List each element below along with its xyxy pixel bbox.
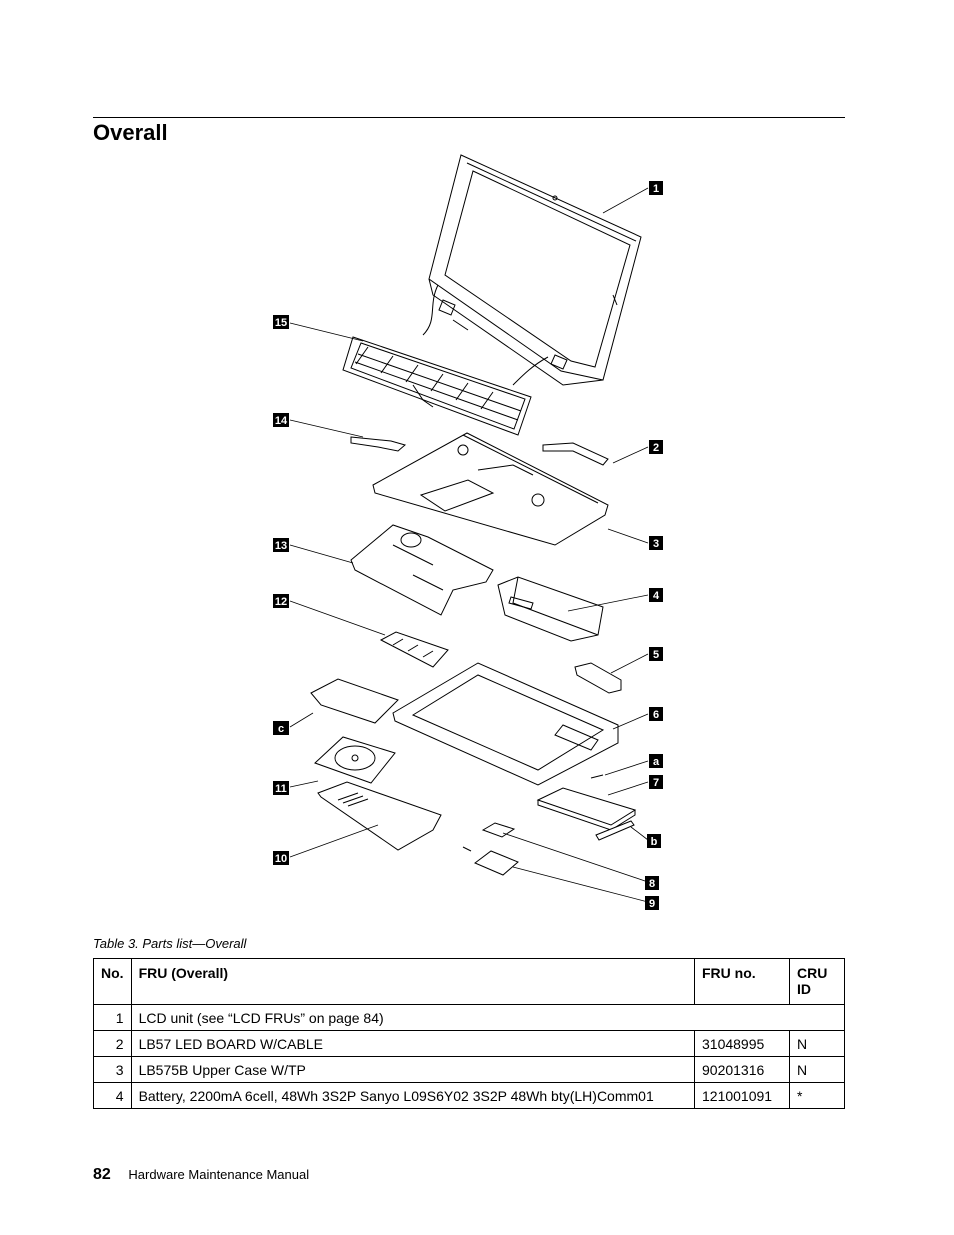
row-cru-id: N <box>789 1056 845 1083</box>
callout-14: 14 <box>275 415 288 427</box>
base-cover-drawing <box>392 662 619 786</box>
header-fru-no: FRU no. <box>694 958 790 1005</box>
callout-b: b <box>651 836 658 848</box>
header-fru: FRU (Overall) <box>130 958 696 1005</box>
bottom-door-drawing <box>317 781 442 851</box>
screw-drawing <box>590 774 604 779</box>
callout-13: 13 <box>275 540 287 552</box>
lcd-unit-drawing <box>422 154 642 386</box>
callout-2: 2 <box>653 442 659 454</box>
section-title: Overall <box>93 120 168 145</box>
parts-table: No. FRU (Overall) FRU no. CRU ID 1 LCD u… <box>93 958 846 1109</box>
row-no: 1 <box>93 1004 132 1031</box>
callout-c: c <box>278 723 284 735</box>
led-board-drawing <box>542 442 609 466</box>
callout-4: 4 <box>653 590 660 602</box>
row-fru: LB57 LED BOARD W/CABLE <box>130 1030 696 1057</box>
page-number: 82 <box>93 1166 111 1183</box>
row-cru-id: N <box>789 1030 845 1057</box>
row-fru: LCD unit (see “LCD FRUs” on page 84) <box>130 1004 846 1031</box>
row-fru: LB575B Upper Case W/TP <box>130 1056 696 1083</box>
exploded-parts-figure: 1 2 3 4 5 6 7 8 9 10 11 12 13 14 15 a b … <box>273 154 663 910</box>
figure-callouts: 1 2 3 4 5 6 7 8 9 10 11 12 13 14 15 a b … <box>273 181 663 910</box>
callout-6: 6 <box>653 709 659 721</box>
callout-11: 11 <box>275 783 287 795</box>
antenna-card-drawing <box>462 846 519 876</box>
table-row: 3 LB575B Upper Case W/TP 90201316 N <box>93 1056 845 1083</box>
row-no: 2 <box>93 1030 132 1057</box>
callout-5: 5 <box>653 649 659 661</box>
callout-3: 3 <box>653 538 659 550</box>
callout-10: 10 <box>275 853 287 865</box>
system-board-drawing <box>350 524 494 616</box>
battery-drawing <box>497 576 604 642</box>
hard-drive-drawing <box>314 736 396 784</box>
page-footer: 82 Hardware Maintenance Manual <box>93 1166 309 1184</box>
manual-title: Hardware Maintenance Manual <box>128 1167 310 1182</box>
table-row: 1 LCD unit (see “LCD FRUs” on page 84) <box>93 1004 846 1031</box>
section-rule <box>93 117 845 118</box>
callout-1: 1 <box>653 183 659 195</box>
memory-drawing <box>379 631 449 668</box>
table-header-row: No. FRU (Overall) FRU no. CRU ID <box>93 958 845 1005</box>
wireless-card-drawing <box>481 822 516 838</box>
keyboard-drawing <box>342 336 532 436</box>
usb-board-drawing <box>574 662 622 694</box>
header-cru-id: CRU ID <box>789 958 845 1005</box>
row-no: 3 <box>93 1056 132 1083</box>
hdd-bracket-drawing <box>310 678 399 724</box>
table-row: 2 LB57 LED BOARD W/CABLE 31048995 N <box>93 1030 845 1057</box>
callout-7: 7 <box>653 777 659 789</box>
callout-a: a <box>653 756 660 768</box>
table-caption: Table 3. Parts list—Overall <box>93 936 247 951</box>
row-fru: Battery, 2200mA 6cell, 48Wh 3S2P Sanyo L… <box>130 1082 696 1109</box>
callout-15: 15 <box>275 317 287 329</box>
header-no: No. <box>93 958 132 1005</box>
row-fru-no: 90201316 <box>694 1056 790 1083</box>
optical-drive-drawing <box>536 787 637 831</box>
row-no: 4 <box>93 1082 132 1109</box>
cable-drawing <box>350 436 407 452</box>
callout-9: 9 <box>649 898 655 910</box>
callout-8: 8 <box>649 878 655 890</box>
upper-case-drawing <box>372 432 609 546</box>
row-cru-id: * <box>789 1082 845 1109</box>
odd-bezel-drawing <box>595 820 635 841</box>
callout-12: 12 <box>275 596 287 608</box>
table-row: 4 Battery, 2200mA 6cell, 48Wh 3S2P Sanyo… <box>93 1082 845 1109</box>
row-fru-no: 121001091 <box>694 1082 790 1109</box>
row-fru-no: 31048995 <box>694 1030 790 1057</box>
